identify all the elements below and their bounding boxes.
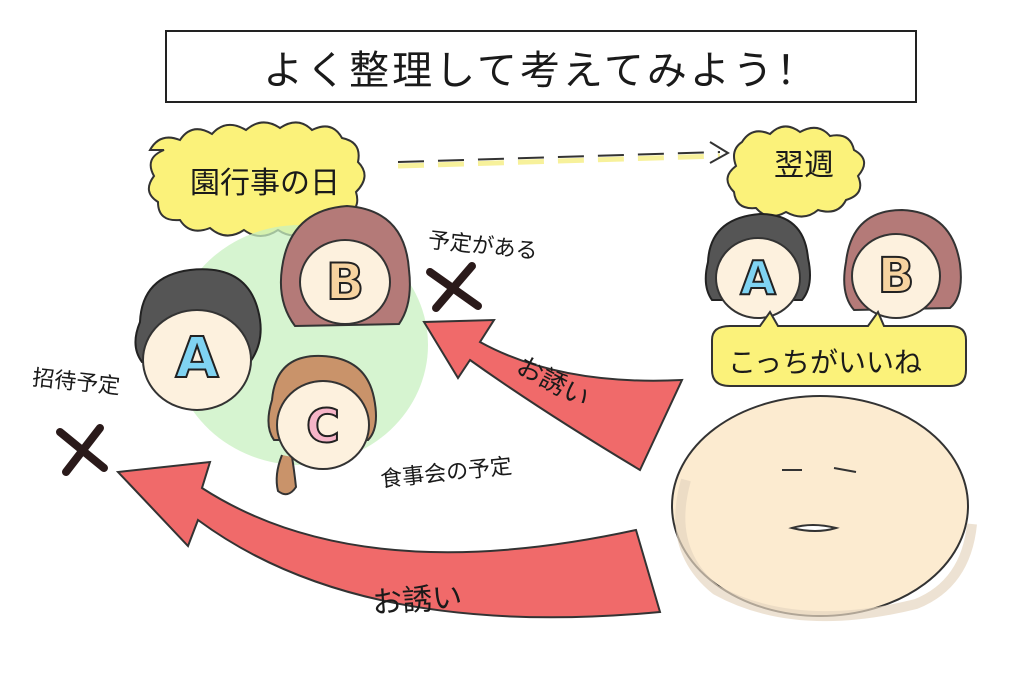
left-cloud-label: 園行事の日	[190, 166, 340, 201]
page-title: よく整理して考えてみよう！	[165, 30, 917, 103]
person-a-letter: A	[174, 325, 219, 392]
person-b-right	[843, 208, 962, 319]
person-b-left	[279, 204, 411, 328]
invite-arrow-upper	[422, 318, 684, 472]
speech-text: こっちがいいね	[728, 346, 923, 379]
person-b-letter: B	[325, 252, 365, 312]
right-cloud-shape	[726, 125, 865, 218]
x-mark-b	[426, 262, 482, 312]
x-mark-a	[56, 424, 108, 476]
invite-label-lower: お誘い	[371, 579, 464, 622]
week-arrow-line	[397, 151, 721, 163]
person-a-left	[134, 268, 262, 411]
right-cloud-label: 翌週	[774, 148, 834, 183]
narrator-face	[671, 395, 977, 622]
speech-bubble	[711, 309, 967, 387]
invite-arrow-lower	[115, 460, 662, 619]
right-person-b-letter: B	[877, 247, 916, 305]
right-person-a-letter: A	[739, 250, 777, 306]
week-arrow-head	[709, 141, 730, 164]
person-c-left	[267, 354, 377, 496]
person-a-right	[704, 212, 811, 319]
person-c-letter: C	[305, 398, 341, 454]
